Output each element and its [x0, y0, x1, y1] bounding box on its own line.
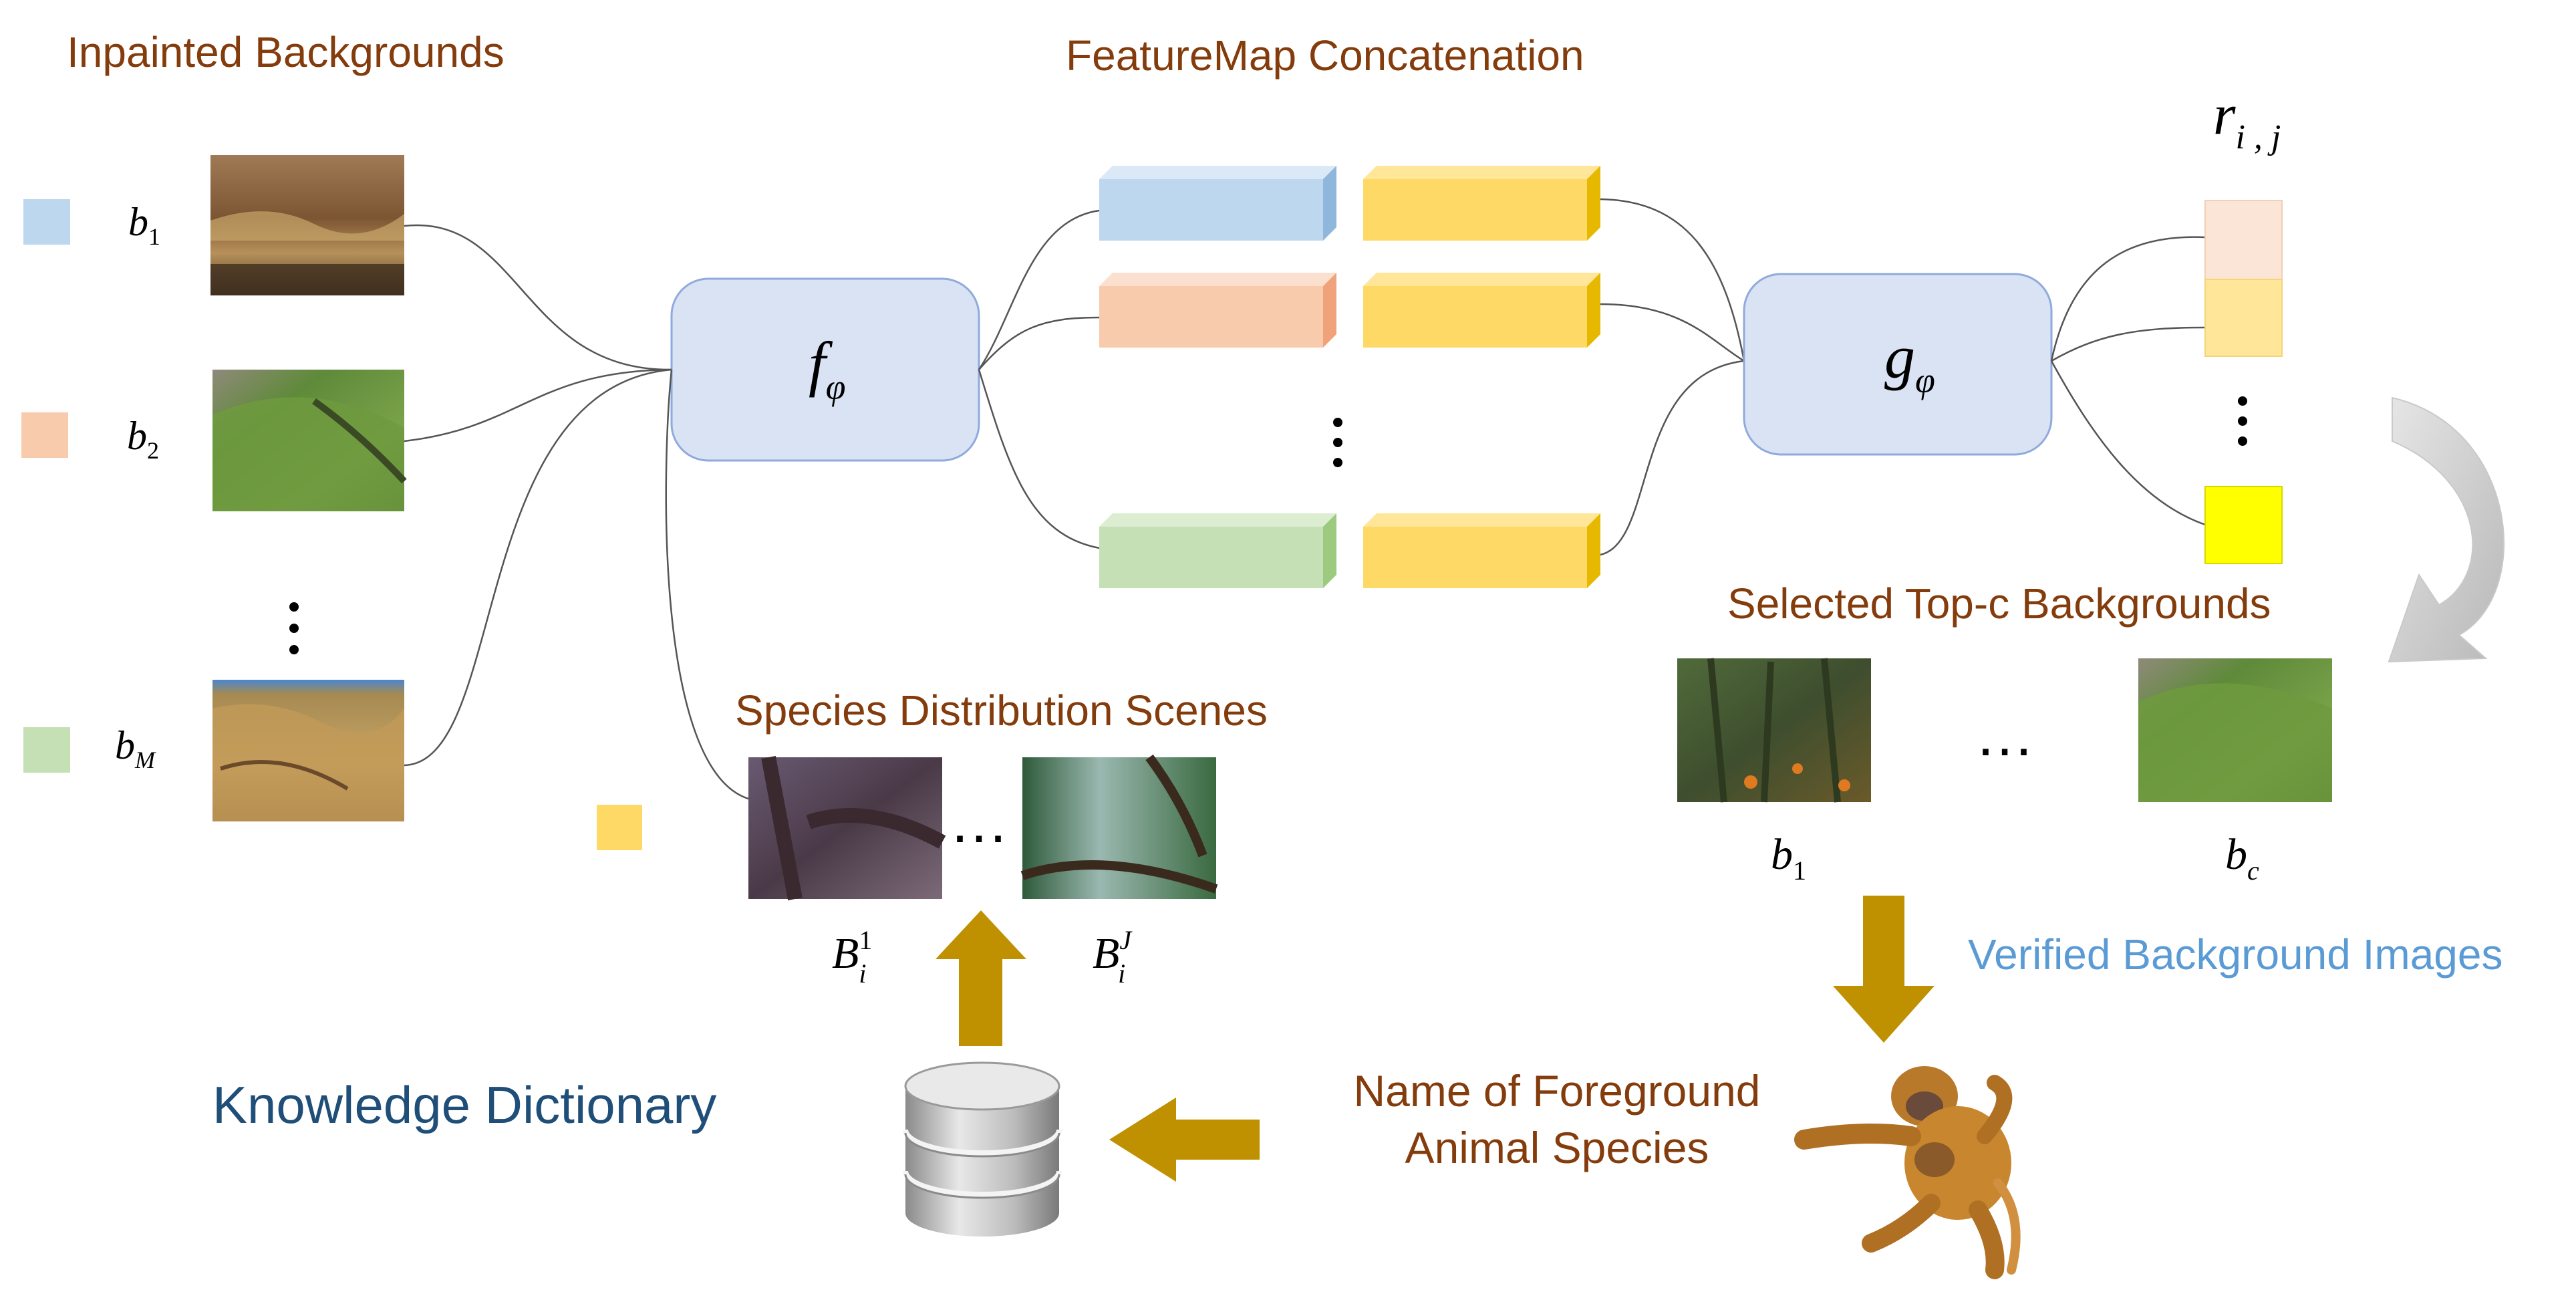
arrow-left-to-database: [1109, 1097, 1260, 1182]
score-cell-M: [2204, 486, 2283, 564]
feature-block-orange: [1099, 273, 1336, 348]
legend-square-green: [23, 727, 70, 773]
f-phi-label: fφ: [809, 330, 845, 407]
connectors-g-to-scores: [2050, 236, 2206, 526]
feature-block-green: [1099, 513, 1336, 588]
arrow-up-to-scenes: [936, 910, 1026, 1046]
label-bM: bM: [115, 723, 156, 773]
species-scene-1: [748, 755, 946, 901]
verified-title: Verified Background Images: [1968, 930, 2502, 979]
inpainted-image-2: [212, 370, 407, 511]
foreground-name-line1: Name of Foreground: [1354, 1066, 1761, 1116]
score-cell-2: [2204, 279, 2283, 357]
feature-block-yellow-1: [1363, 166, 1600, 241]
feature-block-yellow-2: [1363, 273, 1600, 348]
connectors-to-f: [404, 224, 749, 800]
inpainted-image-1: [210, 155, 404, 295]
database-icon: [903, 1061, 1062, 1237]
r-ij-label: ri , j: [2213, 82, 2281, 156]
selected-image-1: [1677, 658, 1871, 803]
feature-block-blue: [1099, 166, 1336, 241]
feature-block-yellow-3: [1363, 513, 1600, 588]
legend-square-blue: [23, 199, 70, 245]
connectors-f-to-features: [978, 209, 1100, 549]
ellipsis-species: …: [949, 789, 1009, 856]
selected-top-title: Selected Top-c Backgrounds: [1727, 579, 2271, 628]
selected-image-c: [2138, 658, 2332, 802]
label-selected-b1: b1: [1771, 830, 1806, 886]
inpainted-backgrounds-title: Inpainted Backgrounds: [67, 28, 505, 76]
ellipsis-vertical-right: [2238, 396, 2247, 446]
foreground-name-line2: Animal Species: [1405, 1123, 1709, 1172]
legend-square-orange: [21, 412, 68, 458]
ellipsis-vertical-middle: [1333, 418, 1342, 467]
legend-square-yellow: [597, 805, 642, 850]
score-cell-1: [2204, 200, 2283, 280]
arrow-down-to-species: [1833, 896, 1935, 1043]
label-b2: b2: [127, 414, 159, 464]
monkey-image: [1794, 1066, 2021, 1279]
ellipsis-vertical-left: [289, 602, 299, 654]
label-selected-bc: bc: [2225, 830, 2259, 886]
species-scenes-title: Species Distribution Scenes: [735, 686, 1268, 735]
knowledge-dictionary-title: Knowledge Dictionary: [212, 1075, 716, 1134]
species-scene-J: [1020, 754, 1218, 899]
g-phi-module: [1743, 273, 2053, 456]
g-phi-label: gφ: [1884, 323, 1935, 400]
featuremap-title: FeatureMap Concatenation: [1066, 31, 1584, 80]
ellipsis-selected: …: [1975, 702, 2035, 769]
connectors-features-to-g: [1600, 198, 1745, 556]
inpainted-image-M: [212, 680, 404, 821]
label-b1: b1: [128, 200, 160, 250]
curved-arrow-icon: [2388, 396, 2505, 663]
